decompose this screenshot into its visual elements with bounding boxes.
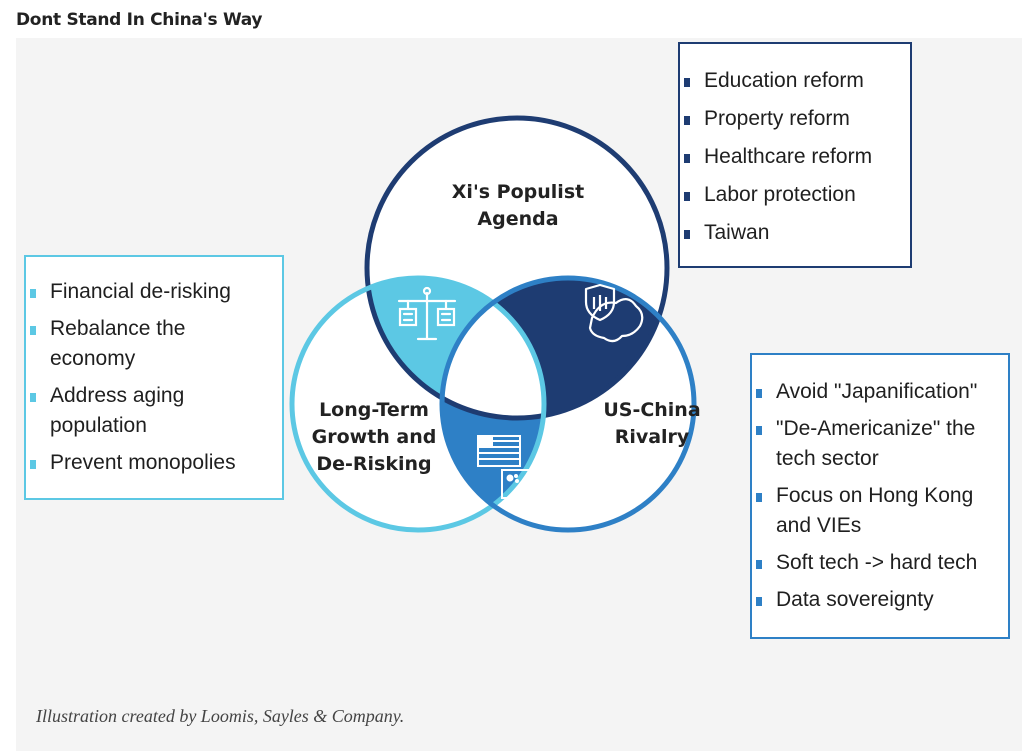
list-item: Taiwan: [684, 218, 902, 248]
circle-left-outline: [289, 275, 547, 533]
list-item: Soft tech -> hard tech: [756, 548, 1002, 578]
source-caption: Illustration created by Loomis, Sayles &…: [36, 706, 405, 726]
list-item: Financial de-risking: [30, 277, 274, 307]
circle-right-label-1: US-China: [603, 399, 700, 421]
right-bullet-box: Avoid "Japanification" "De-Americanize" …: [750, 353, 1010, 639]
list-item: Data sovereignty: [756, 585, 1002, 615]
scales-icon: [397, 286, 457, 341]
circle-right-label-2: Rivalry: [615, 426, 690, 448]
circle-left-label-3: De-Risking: [316, 453, 431, 475]
us-china-flags-icon: [477, 435, 543, 499]
list-item: Labor protection: [684, 180, 902, 210]
circle-top-label-1: Xi's Populist: [452, 181, 584, 203]
circle-right-outline: [439, 275, 697, 533]
circle-left-label-2: Growth and: [312, 426, 437, 448]
left-bullet-box: Financial de-risking Rebalance the econo…: [24, 255, 284, 500]
top-bullet-box: Education reform Property reform Healthc…: [678, 42, 912, 268]
circle-top-label-2: Agenda: [477, 208, 558, 230]
list-item: Property reform: [684, 104, 902, 134]
circle-top-outline: [364, 115, 670, 421]
list-item: Rebalance the economy: [30, 314, 274, 374]
list-item: Education reform: [684, 66, 902, 96]
list-item: Avoid "Japanification": [756, 377, 1002, 407]
list-item: "De-Americanize" the tech sector: [756, 414, 1002, 474]
list-item: Healthcare reform: [684, 142, 902, 172]
list-item: Prevent monopolies: [30, 448, 274, 478]
page-title: Dont Stand In China's Way: [16, 10, 263, 30]
list-item: Focus on Hong Kong and VIEs: [756, 481, 1002, 541]
list-item: Address aging population: [30, 381, 274, 441]
shield-china-map-icon: [584, 283, 644, 343]
circle-left-label-1: Long-Term: [319, 399, 429, 421]
overlap-center: [442, 278, 544, 418]
